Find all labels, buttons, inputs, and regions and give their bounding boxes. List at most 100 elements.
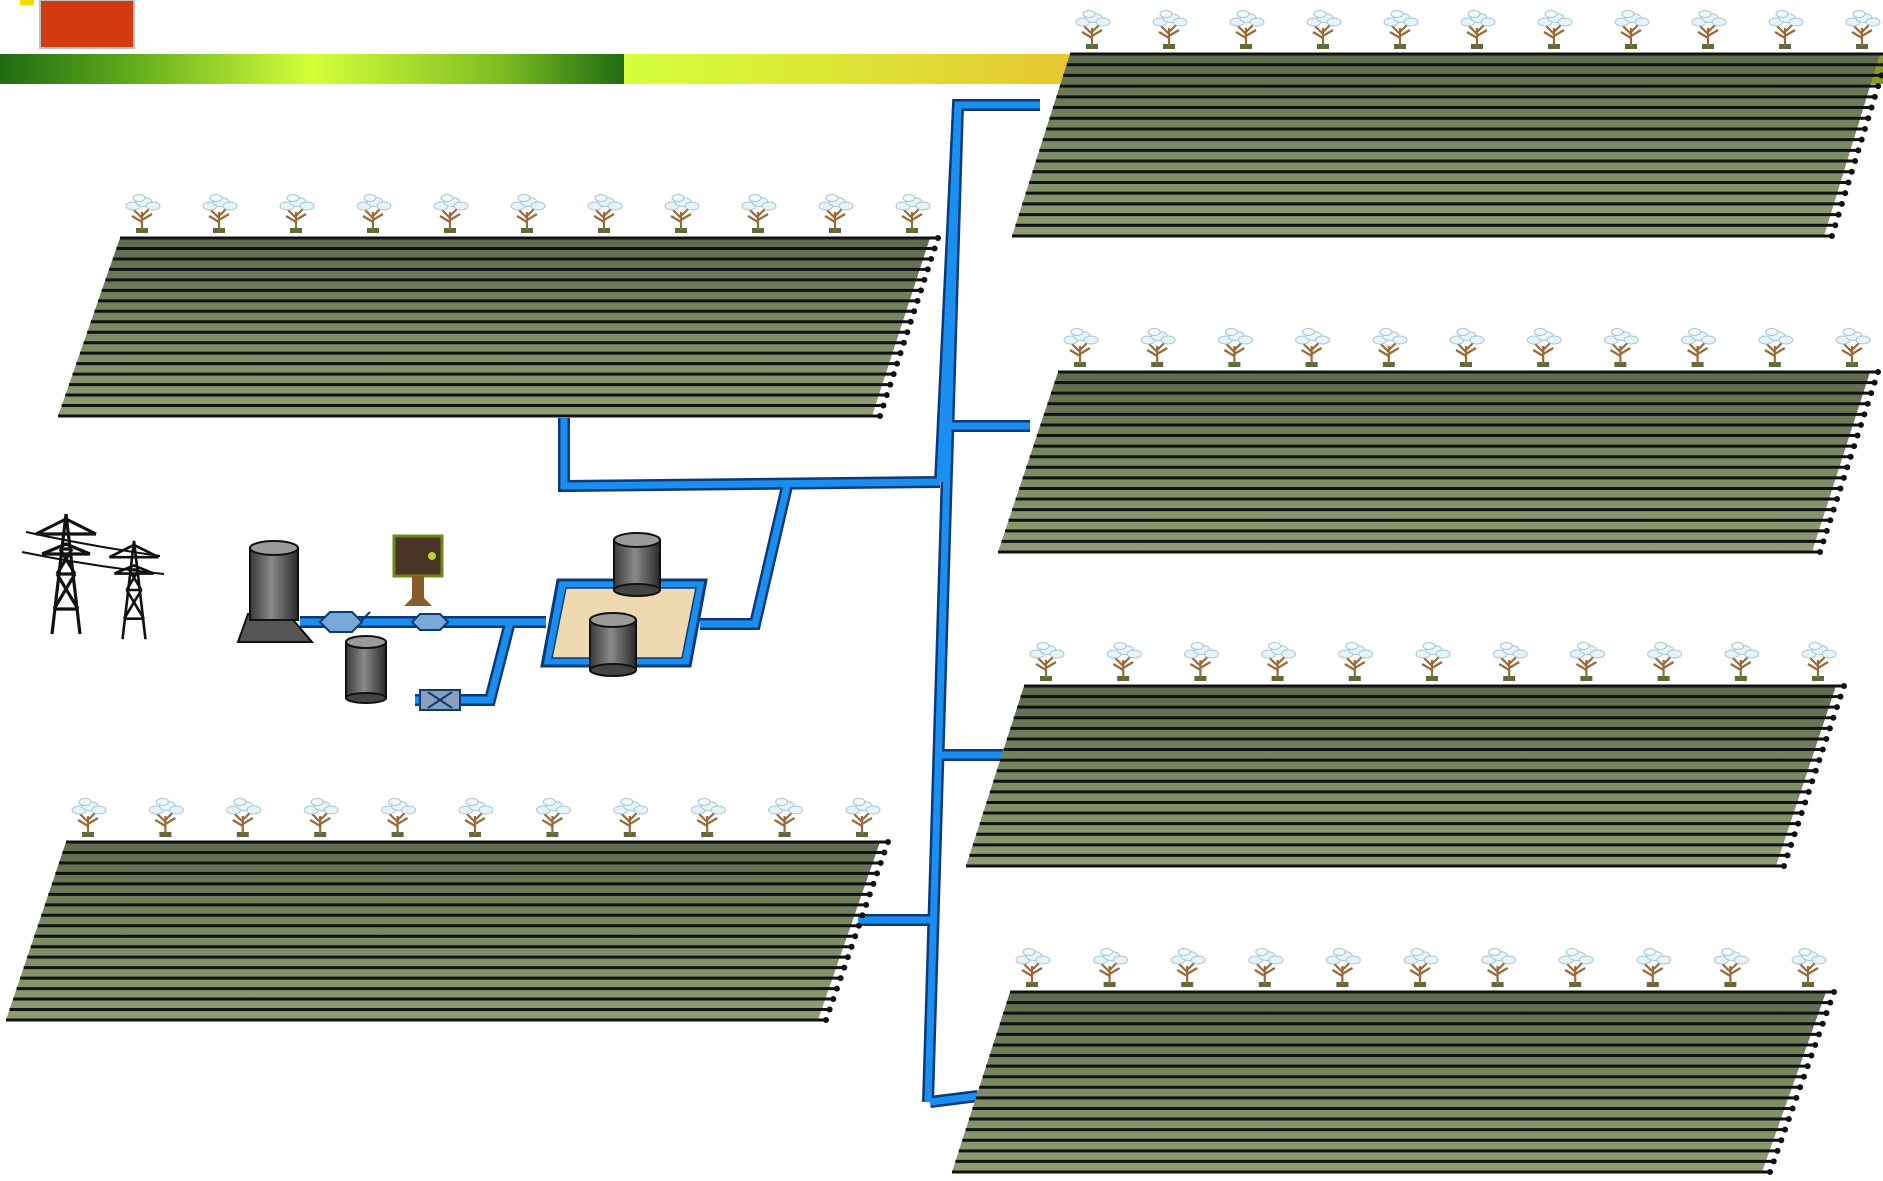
drip-line-end xyxy=(880,403,886,409)
drip-line-end xyxy=(925,266,931,272)
drip-line-end xyxy=(1836,212,1842,218)
drip-line-end xyxy=(841,965,847,971)
drip-line-end xyxy=(915,298,921,304)
tree-icon xyxy=(1404,949,1438,988)
field-ground xyxy=(998,372,1870,552)
tree-icon xyxy=(665,195,699,234)
drip-line-end xyxy=(1793,1095,1799,1101)
tree-icon xyxy=(1016,949,1050,988)
drip-line-end xyxy=(1816,757,1822,763)
field-ground xyxy=(1012,54,1880,236)
drip-line-end xyxy=(834,986,840,992)
drip-line-end xyxy=(1808,1053,1814,1059)
drip-line-end xyxy=(894,361,900,367)
drip-line-end xyxy=(908,319,914,325)
drip-line-end xyxy=(904,329,910,335)
drip-line-end xyxy=(863,902,869,908)
drip-line-end xyxy=(856,923,862,929)
drip-line-end xyxy=(1790,1105,1796,1111)
logo-accent xyxy=(20,0,34,5)
drip-line-end xyxy=(1786,1116,1792,1122)
drip-line-end xyxy=(928,256,934,262)
drip-line-end xyxy=(1775,1148,1781,1154)
tree-icon xyxy=(1759,329,1793,368)
tree-icon xyxy=(1384,11,1418,50)
tree-icon xyxy=(1030,643,1064,682)
drip-line-end xyxy=(1829,233,1835,239)
controller-icon xyxy=(394,536,442,606)
tree-icon xyxy=(72,799,106,838)
drip-line-end xyxy=(1812,1042,1818,1048)
drip-line-end xyxy=(1797,1084,1803,1090)
drip-line-end xyxy=(1845,179,1851,185)
field-ground xyxy=(952,992,1826,1172)
drip-line-end xyxy=(1778,1137,1784,1143)
drip-line-end xyxy=(1771,1158,1777,1164)
tree-icon xyxy=(203,195,237,234)
drip-line-end xyxy=(1852,158,1858,164)
tree-icon xyxy=(1570,643,1604,682)
tree-icon xyxy=(1792,949,1826,988)
red-square-logo xyxy=(40,0,134,48)
tree-icon xyxy=(588,195,622,234)
drip-line-end xyxy=(849,944,855,950)
field-left-top xyxy=(58,195,941,420)
tree-icon xyxy=(1307,11,1341,50)
tree-icon xyxy=(1846,11,1880,50)
tree-icon xyxy=(1802,643,1836,682)
drip-line-end xyxy=(1809,778,1815,784)
tree-icon xyxy=(846,799,880,838)
tree-icon xyxy=(1373,329,1407,368)
tree-icon xyxy=(227,799,261,838)
drip-line-end xyxy=(1861,411,1867,417)
tree-icon xyxy=(1262,643,1296,682)
tree-icon xyxy=(769,799,803,838)
drip-line-end xyxy=(1824,528,1830,534)
tree-icon xyxy=(1076,11,1110,50)
tree-icon xyxy=(511,195,545,234)
drip-line-end xyxy=(1872,380,1878,386)
drip-line-end xyxy=(897,350,903,356)
drip-line-end xyxy=(1795,821,1801,827)
tree-icon xyxy=(1153,11,1187,50)
drip-line-end xyxy=(1767,1169,1773,1175)
tree-icon xyxy=(1326,949,1360,988)
drip-line-end xyxy=(1823,736,1829,742)
tree-icon xyxy=(149,799,183,838)
drip-line-end xyxy=(1849,169,1855,175)
drip-line-end xyxy=(1868,390,1874,396)
tree-icon xyxy=(1339,643,1373,682)
drip-line-end xyxy=(1869,105,1875,111)
field-left-bottom xyxy=(6,799,891,1024)
drip-line-end xyxy=(918,287,924,293)
tree-icon xyxy=(1094,949,1128,988)
tree-icon xyxy=(1249,949,1283,988)
drip-line-end xyxy=(1862,126,1868,132)
tree-icon xyxy=(1527,329,1561,368)
drip-line-end xyxy=(1827,725,1833,731)
tree-icon xyxy=(742,195,776,234)
drip-line-end xyxy=(1855,147,1861,153)
drip-line-end xyxy=(1858,422,1864,428)
tree-icon xyxy=(1648,643,1682,682)
drip-line-end xyxy=(1801,1074,1807,1080)
drip-line-end xyxy=(1781,863,1787,869)
title-bar-left xyxy=(0,54,624,84)
drip-line-end xyxy=(1788,842,1794,848)
drip-line-end xyxy=(1830,715,1836,721)
drip-line-end xyxy=(845,954,851,960)
tree-icon xyxy=(1482,949,1516,988)
tree-icon xyxy=(1461,11,1495,50)
tree-icon xyxy=(819,195,853,234)
drip-line-end xyxy=(1875,83,1881,89)
tree-icon xyxy=(1296,329,1330,368)
drip-line-end xyxy=(1851,443,1857,449)
tree-icon xyxy=(1559,949,1593,988)
drip-line-end xyxy=(1837,485,1843,491)
drip-line-end xyxy=(885,839,891,845)
field-right-2 xyxy=(998,329,1881,556)
drip-line-end xyxy=(1872,94,1878,100)
tree-icon xyxy=(691,799,725,838)
drip-line-end xyxy=(1827,517,1833,523)
field-ground xyxy=(966,686,1836,866)
